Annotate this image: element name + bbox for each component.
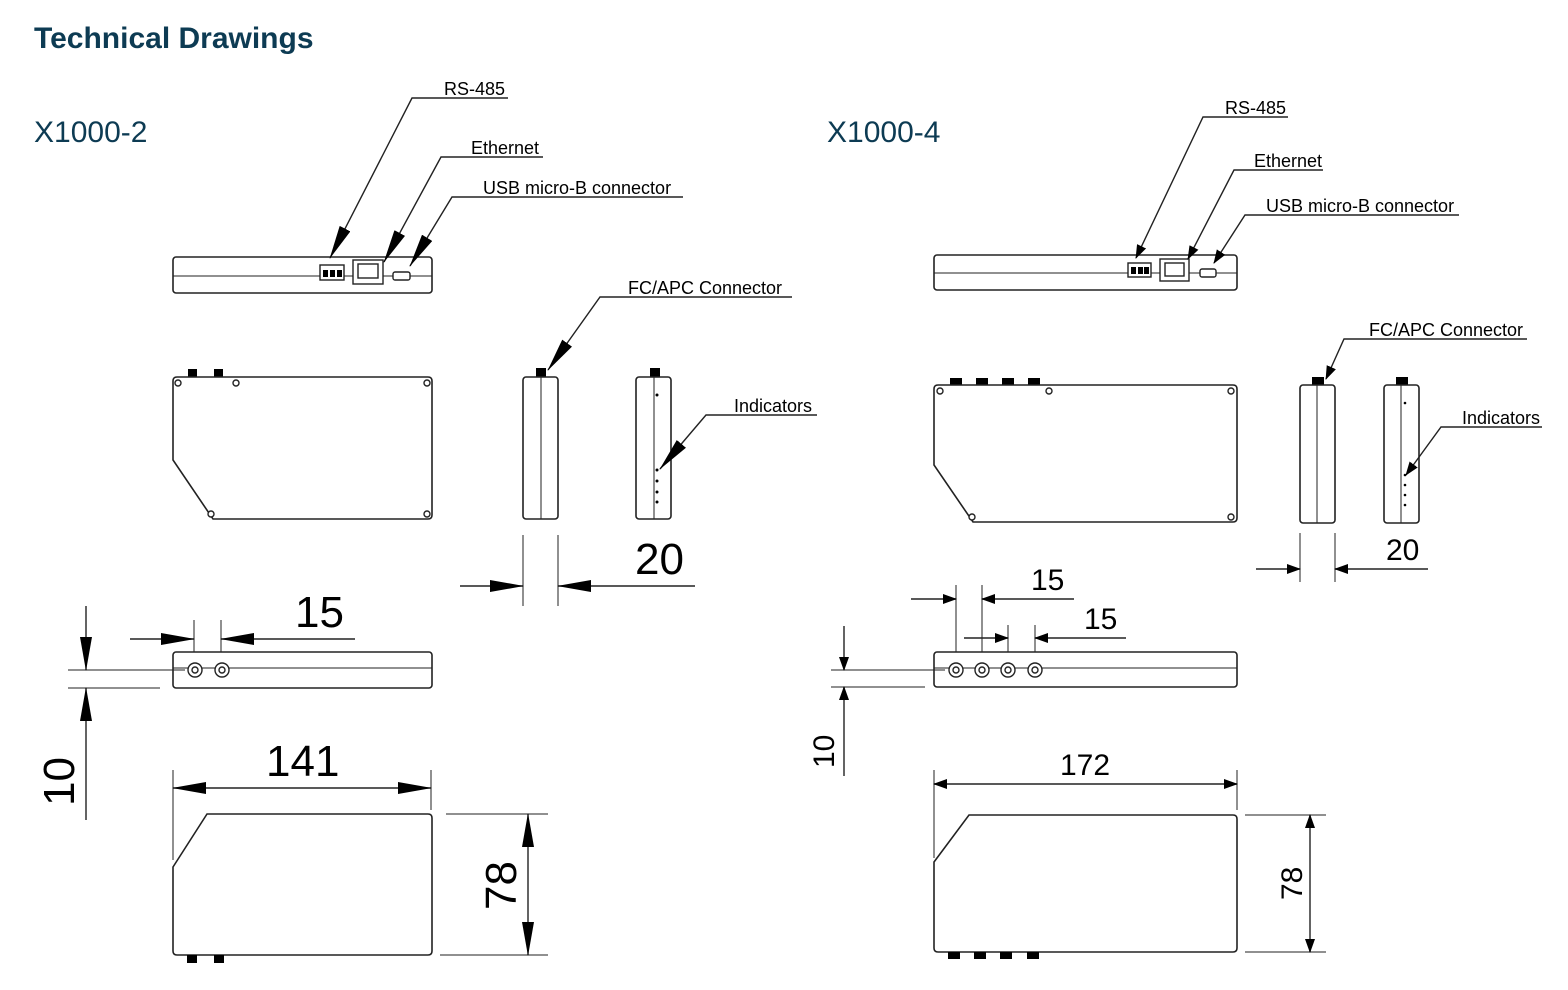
usb-port-icon (392, 271, 411, 281)
rear-panel-view (933, 254, 1238, 291)
side-view-left (522, 368, 559, 520)
callout-usb: USB micro-B connector (1266, 196, 1454, 216)
front-view (933, 378, 1238, 523)
dimension-height: 78 (1245, 814, 1326, 953)
dimension-height: 78 (440, 813, 548, 956)
callout-fc-apc: FC/APC Connector (1369, 320, 1523, 340)
plan-view (933, 814, 1238, 959)
callout-rs485: RS-485 (1225, 98, 1286, 118)
model-title: X1000-4 (827, 116, 940, 149)
model-x1000-2: X1000-2 RS-485 Ethernet USB mi (34, 79, 817, 963)
dimension-pitch-label: 15 (295, 588, 344, 637)
callout-usb: USB micro-B connector (483, 178, 671, 198)
callout-ethernet: Ethernet (471, 138, 539, 158)
dimension-depth: 20 (460, 535, 695, 606)
page-title: Technical Drawings (34, 22, 314, 55)
dimension-offset-label: 10 (808, 735, 841, 768)
dimension-width: 141 (172, 737, 432, 860)
model-title: X1000-2 (34, 116, 147, 149)
callout-fc-apc: FC/APC Connector (628, 278, 782, 298)
model-x1000-4: X1000-4 RS-485 Ethernet USB micro-B (808, 98, 1542, 959)
dimension-connector-pitch-1: 15 (911, 564, 1074, 652)
plan-view (172, 813, 433, 963)
side-view-left (1299, 377, 1336, 524)
dimension-depth-label: 20 (1386, 534, 1419, 567)
dimension-connector-offset: 10 (35, 606, 185, 820)
callout-indicators: Indicators (734, 396, 812, 416)
callout-indicators: Indicators (1462, 408, 1540, 428)
side-view-right (635, 368, 672, 520)
dimension-connector-pitch-2: 15 (964, 603, 1126, 652)
dimension-connector-offset: 10 (808, 626, 945, 776)
connector-panel-view (172, 651, 433, 689)
rear-panel-view (172, 256, 433, 294)
dimension-height-label: 78 (1276, 867, 1309, 900)
dimension-depth: 20 (1256, 533, 1428, 582)
dimension-pitch-1-label: 15 (1031, 564, 1064, 597)
connector-panel-view (933, 651, 1238, 688)
dimension-offset-label: 10 (35, 757, 84, 806)
callout-ethernet: Ethernet (1254, 151, 1322, 171)
rs485-port-icon (1127, 262, 1152, 278)
usb-port-icon (1199, 268, 1217, 278)
rs485-port-icon (319, 264, 345, 281)
dimension-width-label: 141 (266, 737, 339, 786)
dimension-width-label: 172 (1060, 749, 1110, 782)
front-view (172, 369, 433, 520)
dimension-connector-pitch: 15 (130, 588, 355, 652)
dimension-width: 172 (933, 749, 1238, 858)
callout-rs485: RS-485 (444, 79, 505, 99)
dimension-height-label: 78 (477, 861, 526, 910)
dimension-depth-label: 20 (635, 535, 684, 584)
side-view-right (1383, 377, 1420, 524)
ethernet-port-icon (1159, 258, 1190, 282)
dimension-pitch-2-label: 15 (1084, 603, 1117, 636)
ethernet-port-icon (352, 259, 384, 285)
